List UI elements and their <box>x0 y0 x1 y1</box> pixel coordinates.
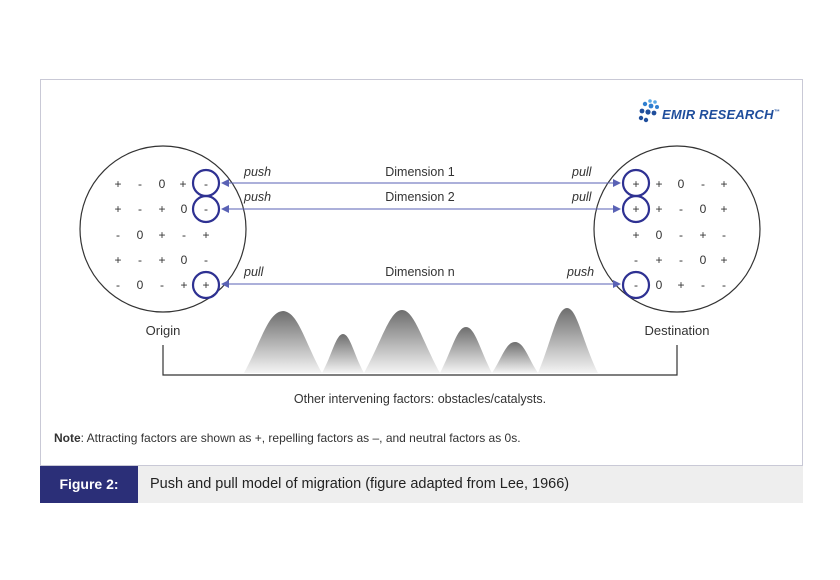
svg-text:+: + <box>158 202 165 216</box>
svg-text:-: - <box>138 177 142 191</box>
svg-text:-: - <box>138 202 142 216</box>
svg-text:+: + <box>158 228 165 242</box>
svg-text:-: - <box>204 202 208 216</box>
svg-text:0: 0 <box>181 253 188 267</box>
intervening-label: Other intervening factors: obstacles/cat… <box>294 392 546 406</box>
caption-bar: Figure 2: Push and pull model of migrati… <box>40 465 803 503</box>
svg-text:-: - <box>160 278 164 292</box>
intervening-bracket <box>162 345 678 376</box>
svg-text:+: + <box>202 228 209 242</box>
destination-highlight-2 <box>621 194 651 224</box>
destination-highlight-n <box>621 270 651 300</box>
intervening-obstacles <box>244 308 598 373</box>
svg-text:-: - <box>204 253 208 267</box>
svg-text:-: - <box>204 177 208 191</box>
svg-text:-: - <box>116 278 120 292</box>
svg-text:-: - <box>634 278 638 292</box>
svg-text:+: + <box>632 202 639 216</box>
figure-label: Figure 2: <box>40 466 138 503</box>
svg-text:+: + <box>114 202 121 216</box>
svg-text:0: 0 <box>137 278 144 292</box>
svg-text:+: + <box>720 177 727 191</box>
note-text: Note: Attracting factors are shown as +,… <box>54 431 521 445</box>
svg-text:Dimension n: Dimension n <box>385 265 455 279</box>
svg-text:0: 0 <box>181 202 188 216</box>
svg-text:-: - <box>722 278 726 292</box>
figure-caption: Push and pull model of migration (figure… <box>150 476 570 492</box>
svg-text:+: + <box>677 278 684 292</box>
origin-circle <box>79 145 247 313</box>
arrow-labels: push pull Dimension 1 push pull Dimensio… <box>243 165 594 279</box>
svg-text:-: - <box>634 253 638 267</box>
svg-text:0: 0 <box>137 228 144 242</box>
svg-text:push: push <box>566 265 594 279</box>
destination-circle <box>593 145 761 313</box>
svg-text:0: 0 <box>159 177 166 191</box>
logo-dots-icon <box>638 99 659 123</box>
svg-text:-: - <box>679 253 683 267</box>
svg-text:+: + <box>179 177 186 191</box>
svg-text:-: - <box>138 253 142 267</box>
svg-text:-: - <box>701 278 705 292</box>
destination-label: Destination <box>644 323 709 338</box>
destination-factors: + + 0 - + + + - 0 + + 0 - + - - + - 0 + … <box>632 177 727 292</box>
svg-text:push: push <box>243 190 271 204</box>
svg-text:-: - <box>722 228 726 242</box>
svg-text:+: + <box>158 253 165 267</box>
svg-text:0: 0 <box>656 228 663 242</box>
svg-text:+: + <box>632 177 639 191</box>
svg-text:+: + <box>720 202 727 216</box>
svg-text:-: - <box>701 177 705 191</box>
svg-text:0: 0 <box>678 177 685 191</box>
svg-text:Dimension 2: Dimension 2 <box>385 190 455 204</box>
svg-text:Dimension 1: Dimension 1 <box>385 165 455 179</box>
origin-highlight-n <box>191 270 221 300</box>
origin-highlight-2 <box>191 194 221 224</box>
svg-text:+: + <box>720 253 727 267</box>
svg-text:+: + <box>632 228 639 242</box>
svg-text:+: + <box>180 278 187 292</box>
origin-label: Origin <box>146 323 181 338</box>
svg-text:pull: pull <box>571 165 593 179</box>
logo-text: EMIR RESEARCH™ <box>662 107 780 122</box>
svg-text:+: + <box>114 177 121 191</box>
svg-text:-: - <box>116 228 120 242</box>
emir-research-logo: EMIR RESEARCH™ <box>638 98 798 128</box>
svg-text:+: + <box>655 177 662 191</box>
svg-text:+: + <box>202 278 209 292</box>
svg-text:+: + <box>655 253 662 267</box>
svg-text:push: push <box>243 165 271 179</box>
svg-text:0: 0 <box>700 253 707 267</box>
svg-text:-: - <box>182 228 186 242</box>
svg-text:-: - <box>679 228 683 242</box>
svg-text:+: + <box>655 202 662 216</box>
svg-text:-: - <box>679 202 683 216</box>
svg-text:pull: pull <box>243 265 265 279</box>
origin-factors: + - 0 + - + - + 0 - - 0 + - + + - + 0 - … <box>114 177 209 292</box>
svg-text:0: 0 <box>656 278 663 292</box>
svg-text:+: + <box>114 253 121 267</box>
svg-text:pull: pull <box>571 190 593 204</box>
svg-text:+: + <box>699 228 706 242</box>
figure-frame <box>40 79 803 503</box>
svg-text:0: 0 <box>700 202 707 216</box>
